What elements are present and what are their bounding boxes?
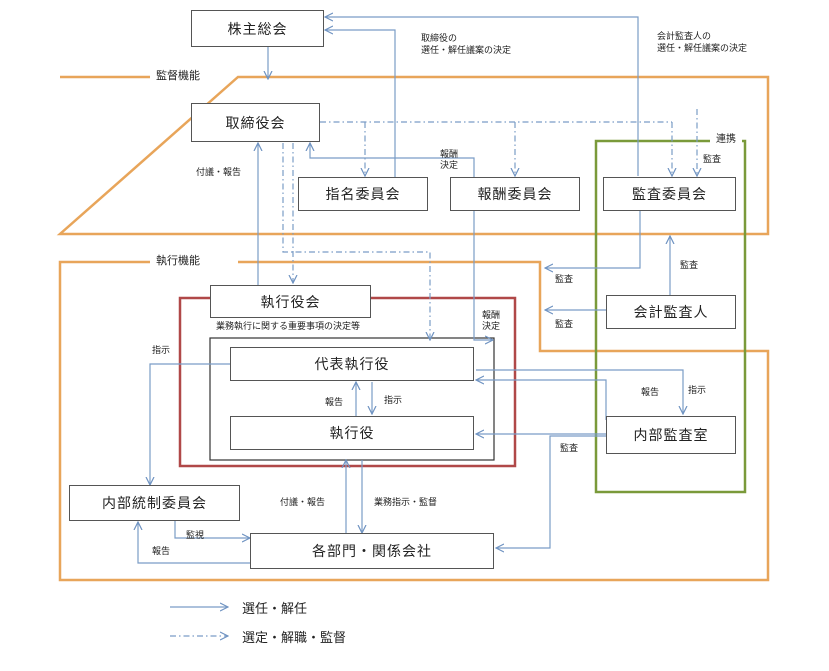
compensation-label-2: 決定: [440, 161, 459, 171]
ceo-box: 代表執行役: [230, 347, 474, 381]
arrow-compensation-to-exec: [473, 211, 493, 340]
audit-label-right: 監査: [680, 261, 699, 271]
instruction-label-inner: 指示: [384, 396, 403, 406]
arrow-ceo-to-internal-audit: [476, 369, 683, 414]
coordination-label: 連携: [716, 134, 736, 145]
compensation2-label-1: 報酬: [482, 311, 501, 321]
audit-label-mid2: 監査: [555, 320, 574, 330]
departments-box: 各部門・関係会社: [250, 533, 494, 569]
dashed-board-to-ceo: [282, 143, 430, 340]
supervision-label: 監督機能: [156, 69, 200, 82]
instruction-label-left: 指示: [152, 346, 171, 356]
audit-committee-box: 監査委員会: [603, 177, 736, 211]
audit-label-top: 監査: [703, 155, 722, 165]
arrow-compensation-to-board: [310, 143, 475, 177]
execution-region: [58, 260, 770, 582]
business-instruction-label: 業務指示・監督: [374, 498, 438, 508]
report-label-bottom: 報告: [152, 547, 171, 557]
legend-dashed-label: 選定・解職・監督: [242, 631, 347, 646]
internal-audit-office-box: 内部監査室: [606, 416, 736, 454]
report-label-inner: 報告: [325, 398, 344, 408]
referral-report-label-left: 付議・報告: [196, 168, 242, 178]
board-box: 取締役会: [191, 103, 320, 142]
director-appointment-label-2: 選任・解任議案の決定: [421, 46, 512, 56]
referral-report-label-bottom: 付議・報告: [280, 498, 326, 508]
arrow-departments-to-internal-control: [138, 522, 250, 564]
shareholders-meeting-box: 株主総会: [191, 10, 324, 47]
legend-solid-label: 選任・解任: [242, 602, 308, 617]
auditor-appointment-label-1: 会計監査人の: [657, 32, 712, 42]
coordination-region: [594, 139, 747, 494]
internal-control-committee-box: 内部統制委員会: [69, 485, 240, 521]
auditor-appointment-label-2: 選任・解任議案の決定: [657, 44, 748, 54]
arrow-internal-audit-to-ceo: [476, 380, 607, 420]
executive-officer-box: 執行役: [230, 416, 474, 450]
arrow-audit-committee-to-execution: [545, 211, 641, 268]
supervision-region: [56, 75, 770, 236]
arrow-audit-to-shareholders: [325, 17, 639, 176]
arrow-nomination-to-shareholders: [325, 30, 396, 177]
arrow-ceo-to-internal-control: [150, 363, 230, 485]
report-label-right: 報告: [641, 388, 660, 398]
instruction-label-right: 指示: [688, 386, 707, 396]
compensation-label-1: 報酬: [440, 150, 459, 160]
compensation2-label-2: 決定: [482, 322, 501, 332]
compensation-committee-box: 報酬委員会: [450, 177, 580, 211]
executive-board-box: 執行役会: [210, 285, 371, 318]
monitoring-label: 監視: [186, 531, 205, 541]
director-appointment-label-1: 取締役の: [421, 34, 458, 44]
audit-label-mid1: 監査: [555, 275, 574, 285]
nomination-committee-box: 指名委員会: [298, 177, 428, 211]
arrow-internal-audit-to-departments: [496, 435, 606, 548]
important-matters-label: 業務執行に関する重要事項の決定等: [216, 322, 361, 332]
arrow-internal-control-to-departments: [174, 521, 250, 538]
audit-label-low: 監査: [560, 444, 579, 454]
officer-group-frame: [209, 337, 495, 461]
execution-label: 執行機能: [156, 254, 200, 267]
accounting-auditor-box: 会計監査人: [606, 295, 736, 329]
